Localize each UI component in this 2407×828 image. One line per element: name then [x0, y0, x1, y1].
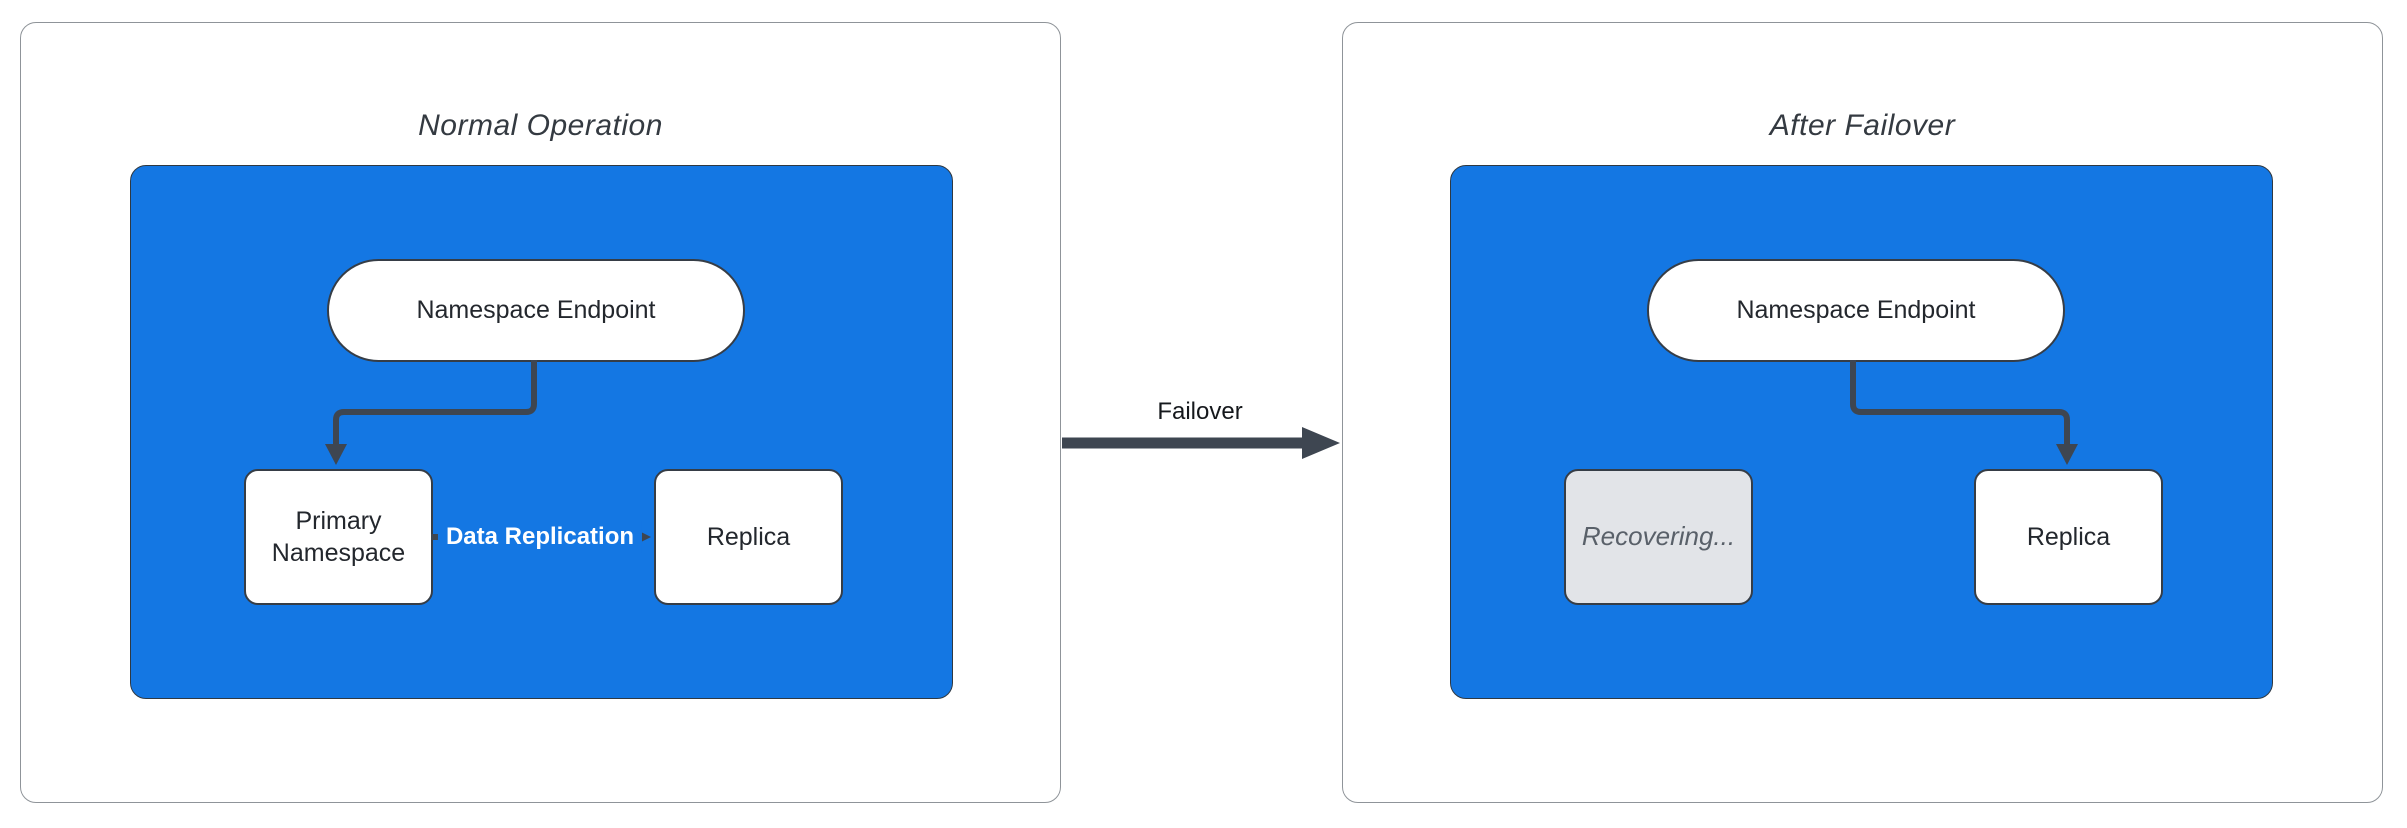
namespace-group-normal: Namespace Endpoint Primary Namespace Rep…: [130, 165, 953, 699]
node-label: Namespace Endpoint: [1736, 296, 1976, 325]
edge-label-data-replication: Data Replication: [437, 521, 643, 553]
node-primary-namespace: Primary Namespace: [244, 469, 433, 605]
arrowhead-failover: [1302, 427, 1340, 459]
node-label: Replica: [706, 522, 791, 551]
node-namespace-endpoint-normal: Namespace Endpoint: [327, 259, 745, 362]
node-replica-normal: Replica: [654, 469, 843, 605]
node-label: Primary Namespace: [271, 506, 406, 568]
panel-title-normal-operation: Normal Operation: [418, 109, 663, 142]
panel-after-failover: After Failover Namespace Endpoint Recove…: [1342, 22, 2383, 803]
node-label: Namespace Endpoint: [416, 296, 656, 325]
panel-normal-operation: Normal Operation Namespace Endpoint Prim…: [20, 22, 1061, 803]
node-label: Recovering...: [1581, 521, 1736, 552]
node-label: Replica: [2026, 522, 2111, 551]
edge-label-failover: Failover: [1157, 398, 1243, 425]
namespace-group-failover: Namespace Endpoint Recovering... Replica: [1450, 165, 2273, 699]
node-namespace-endpoint-failover: Namespace Endpoint: [1647, 259, 2065, 362]
node-replica-failover: Replica: [1974, 469, 2163, 605]
node-recovering: Recovering...: [1564, 469, 1753, 605]
panel-title-after-failover: After Failover: [1769, 109, 1956, 142]
